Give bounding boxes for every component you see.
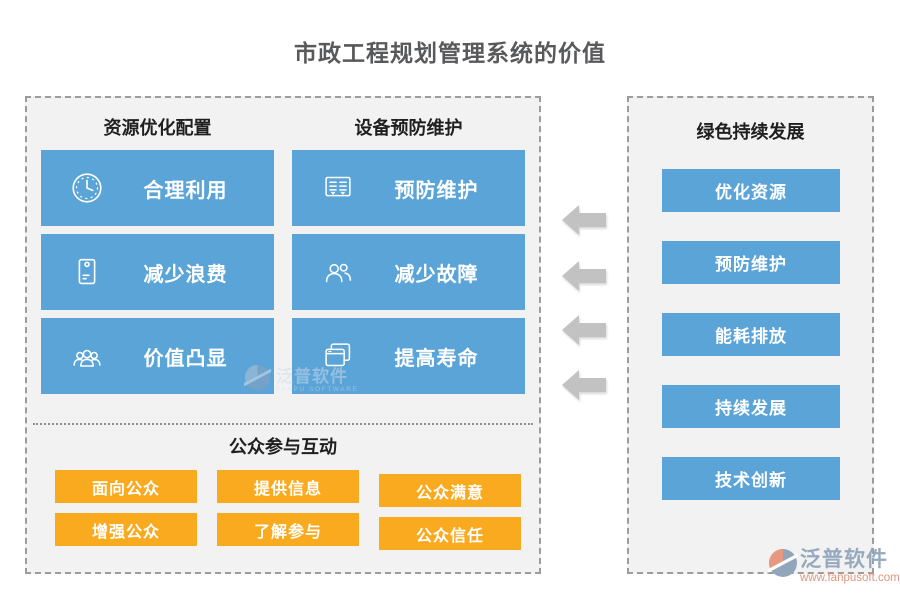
value-card: 减少浪费 [41, 234, 274, 310]
green-item: 技术创新 [662, 457, 840, 500]
section-header-resource-optimization: 资源优化配置 [103, 118, 212, 138]
left-panel: 资源优化配置 设备预防维护 合理利用 [25, 96, 541, 574]
green-item: 能耗排放 [662, 313, 840, 356]
public-tag: 增强公众 [55, 513, 197, 546]
section-header-public-participation: 公众参与互动 [229, 437, 337, 457]
left-panel-headers: 资源优化配置 设备预防维护 [41, 114, 529, 140]
value-card-label: 预防维护 [394, 179, 479, 202]
right-panel: 绿色持续发展 优化资源 预防维护 能耗排放 持续发展 技术创新 [627, 96, 874, 574]
value-card: 价值凸显 [41, 318, 274, 394]
value-card-label: 价值凸显 [143, 347, 228, 370]
windows-icon [318, 337, 358, 375]
public-tag: 提供信息 [217, 470, 359, 503]
fanpu-corner-logo: 泛普软件 www.fanpusoft.com [765, 548, 900, 584]
left-arrow-icon [562, 370, 606, 400]
board-icon [318, 169, 358, 207]
left-arrow-icon [562, 205, 606, 235]
logo-url-text: www.fanpusoft.com [800, 572, 900, 584]
left-arrow-icon [562, 261, 606, 291]
value-card: 预防维护 [292, 150, 525, 226]
value-card: 减少故障 [292, 234, 525, 310]
section-header-equipment-maintenance: 设备预防维护 [354, 118, 463, 138]
fanpu-logo-icon [765, 548, 801, 583]
logo-brand-text: 泛普软件 [800, 548, 888, 571]
value-card-label: 合理利用 [143, 179, 228, 202]
divider [33, 423, 533, 425]
value-card-grid: 合理利用 预防维护 减少浪费 [41, 150, 525, 394]
value-card-label: 提高寿命 [394, 347, 479, 370]
page-title: 市政工程规划管理系统的价值 [294, 40, 606, 66]
public-tag: 了解参与 [217, 513, 359, 546]
green-item: 持续发展 [662, 385, 840, 428]
group-icon [67, 337, 107, 375]
value-card: 提高寿命 [292, 318, 525, 394]
value-card: 合理利用 [41, 150, 274, 226]
green-item-list: 优化资源 预防维护 能耗排放 持续发展 技术创新 [662, 169, 840, 500]
green-item: 优化资源 [662, 169, 840, 212]
public-tag: 公众信任 [379, 517, 521, 550]
clock-icon [67, 169, 107, 207]
value-card-label: 减少浪费 [143, 263, 228, 286]
section-header-green-development: 绿色持续发展 [696, 122, 805, 142]
people-icon [318, 253, 358, 291]
public-tag: 公众满意 [379, 474, 521, 507]
public-tag: 面向公众 [55, 470, 197, 503]
left-arrow-icon [562, 315, 606, 345]
public-tag-grid: 面向公众 提供信息 公众满意 增强公众 了解参与 公众信任 [55, 470, 521, 550]
green-item: 预防维护 [662, 241, 840, 284]
envelope-icon [67, 253, 107, 291]
value-card-label: 减少故障 [394, 263, 479, 286]
